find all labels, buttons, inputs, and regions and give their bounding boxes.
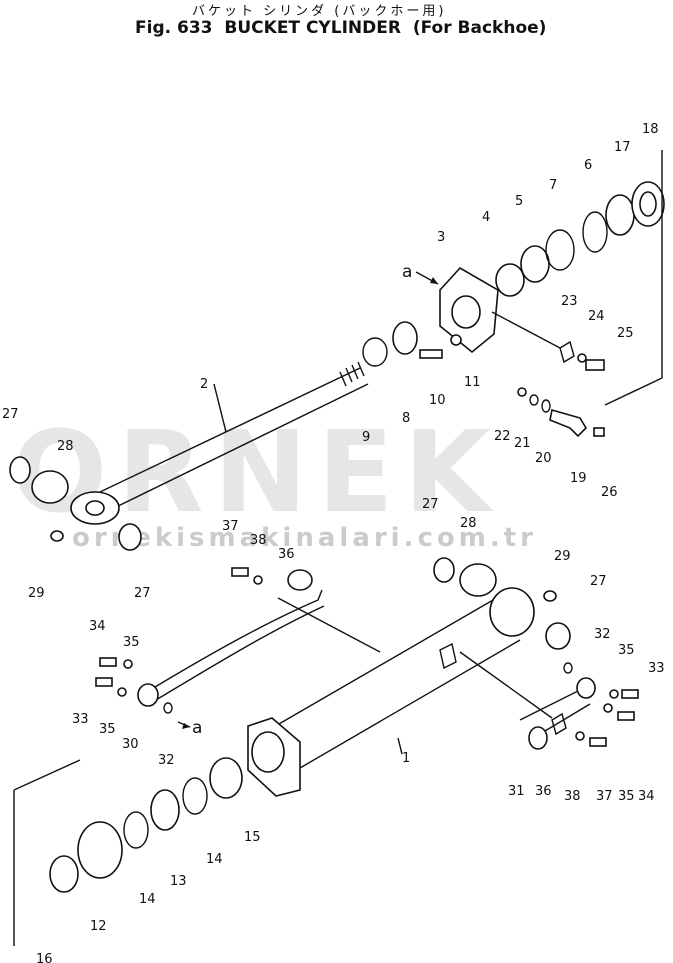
callout-31: 31 xyxy=(508,784,525,799)
callout-15: 15 xyxy=(244,830,261,845)
callout-7: 7 xyxy=(549,178,557,193)
rod-bushings xyxy=(9,321,571,650)
callout-27: 27 xyxy=(422,497,439,512)
callout-27: 27 xyxy=(2,407,19,422)
callout-21: 21 xyxy=(514,436,531,451)
callout-4: 4 xyxy=(482,210,490,225)
callout-29: 29 xyxy=(554,549,571,564)
callout-24: 24 xyxy=(588,309,605,324)
callout-29: 29 xyxy=(28,586,45,601)
callout-13: 13 xyxy=(170,874,187,889)
callout-32: 32 xyxy=(594,627,611,642)
title-japanese: バケット シリンダ (バックホー用) xyxy=(192,4,447,19)
callout-33: 33 xyxy=(648,661,665,676)
callout-34: 34 xyxy=(638,789,655,804)
callout-38: 38 xyxy=(250,533,267,548)
leader-lines xyxy=(13,150,663,946)
callout-3: 3 xyxy=(437,230,445,245)
figure-number: Fig. 633 xyxy=(135,18,213,38)
watermark-url: ornekismakinalari.com.tr xyxy=(72,523,537,553)
callout-20: 20 xyxy=(535,451,552,466)
cylinder-tube xyxy=(247,587,535,797)
cylinder-head xyxy=(439,266,499,354)
callout-30: 30 xyxy=(122,737,139,752)
callout-27: 27 xyxy=(134,586,151,601)
callout-25: 25 xyxy=(617,326,634,341)
callout-35: 35 xyxy=(618,643,635,658)
callout-36: 36 xyxy=(278,547,295,562)
callout-22: 22 xyxy=(494,429,511,444)
callout-26: 26 xyxy=(601,485,618,500)
callout-35: 35 xyxy=(123,635,140,650)
callout-38: 38 xyxy=(564,789,581,804)
figure-title: Fig. 633 BUCKET CYLINDER (For Backhoe) xyxy=(135,18,552,38)
callout-10: 10 xyxy=(429,393,446,408)
callout-34: 34 xyxy=(89,619,106,634)
callout-11: 11 xyxy=(464,375,481,390)
view-marker-top: a xyxy=(402,262,412,282)
callout-5: 5 xyxy=(515,194,523,209)
callout-35: 35 xyxy=(99,722,116,737)
callout-1: 1 xyxy=(402,751,410,766)
callout-12: 12 xyxy=(90,919,107,934)
callout-16: 16 xyxy=(36,952,53,963)
callout-17: 17 xyxy=(614,140,631,155)
callout-2: 2 xyxy=(200,377,208,392)
callout-32: 32 xyxy=(158,753,175,768)
callout-14: 14 xyxy=(206,852,223,867)
hydraulic-pipes xyxy=(137,569,596,750)
callout-6: 6 xyxy=(584,158,592,173)
piston-group xyxy=(49,757,243,893)
piston-rod xyxy=(70,361,369,525)
callout-18: 18 xyxy=(642,122,659,137)
callout-27: 27 xyxy=(590,574,607,589)
callout-28: 28 xyxy=(460,516,477,531)
callout-19: 19 xyxy=(570,471,587,486)
callout-9: 9 xyxy=(362,430,370,445)
figure-name: BUCKET CYLINDER xyxy=(224,18,401,38)
callout-8: 8 xyxy=(402,411,410,426)
callout-28: 28 xyxy=(57,439,74,454)
view-marker-bottom: a xyxy=(192,718,202,738)
seal-rings-upper xyxy=(495,181,665,297)
callout-33: 33 xyxy=(72,712,89,727)
callout-14: 14 xyxy=(139,892,156,907)
callout-36: 36 xyxy=(535,784,552,799)
callout-37: 37 xyxy=(596,789,613,804)
small-hardware xyxy=(95,334,639,747)
callout-labels: 1234567891011121314141516171819202122232… xyxy=(2,122,665,963)
figure-variant: (For Backhoe) xyxy=(412,18,547,38)
callout-23: 23 xyxy=(561,294,578,309)
callout-35: 35 xyxy=(618,789,635,804)
callout-37: 37 xyxy=(222,519,239,534)
view-markers: a a xyxy=(177,262,439,738)
